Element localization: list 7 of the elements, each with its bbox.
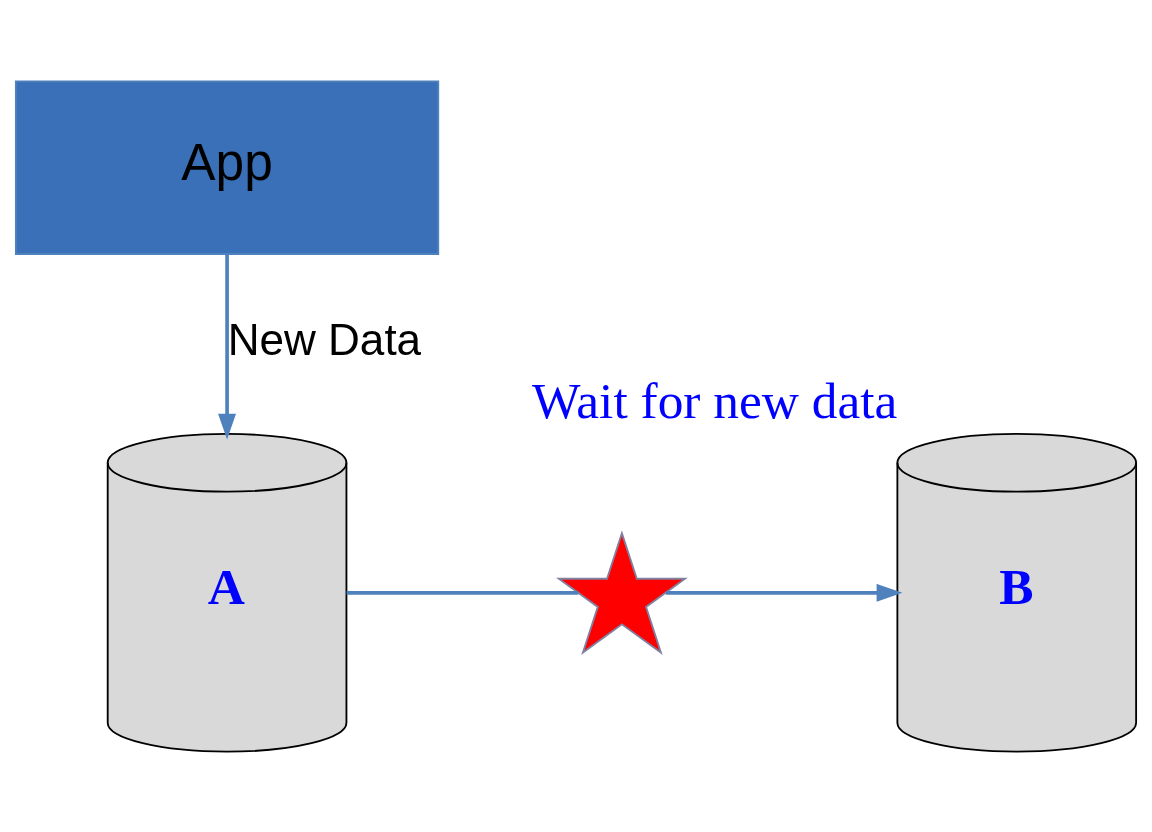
- node-label: Wait for new data: [531, 371, 898, 429]
- edge-label: New Data: [227, 314, 422, 364]
- connector: [346, 590, 579, 595]
- arrow: [665, 583, 903, 602]
- node-box: App: [14, 79, 440, 255]
- arrow: [218, 253, 237, 439]
- node-cross: [556, 529, 688, 655]
